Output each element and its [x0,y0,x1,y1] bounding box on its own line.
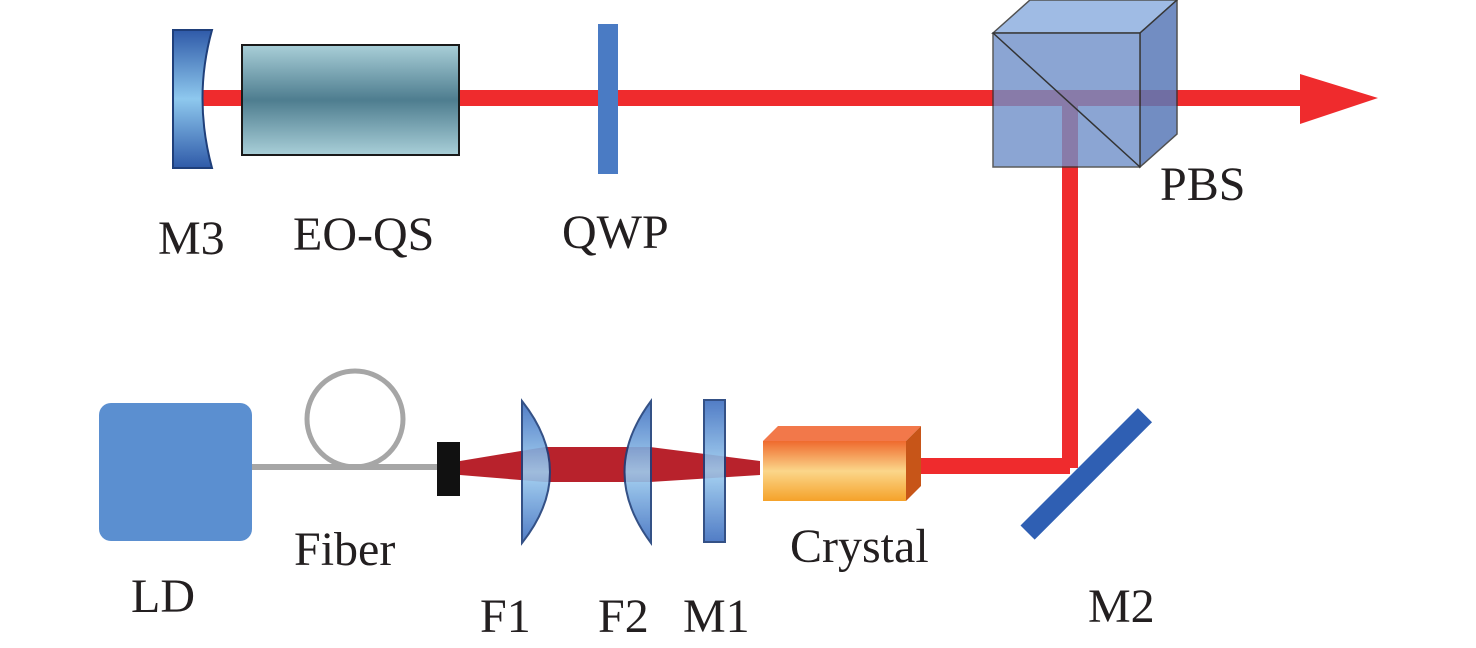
polarizing-beam-splitter-cube [991,0,1179,169]
laser-diode-box [99,403,252,541]
fiber-loop [304,368,406,470]
vertical-laser-beam [1062,106,1078,468]
m3-label: M3 [158,212,225,265]
crystal-label: Crystal [790,520,929,573]
f1-lens [521,398,551,546]
lower-laser-beam [918,458,1070,474]
laser-crystal [763,426,921,501]
eo-qs-label: EO-QS [293,208,434,261]
m3-mirror [172,29,214,169]
fiber-connector [437,442,460,496]
m2-mirror [1020,408,1153,540]
quarter-wave-plate [598,24,618,174]
m1-mirror [703,399,726,543]
output-arrow-head [1300,74,1378,124]
m2-label: M2 [1088,580,1155,633]
qwp-label: QWP [562,206,669,259]
f2-lens [623,397,652,547]
eo-q-switch [241,44,460,156]
fiber-label: Fiber [294,523,395,576]
f1-label: F1 [480,590,531,643]
ld-label: LD [131,570,195,623]
m1-label: M1 [683,590,750,643]
f2-label: F2 [598,590,649,643]
pbs-label: PBS [1160,158,1245,211]
